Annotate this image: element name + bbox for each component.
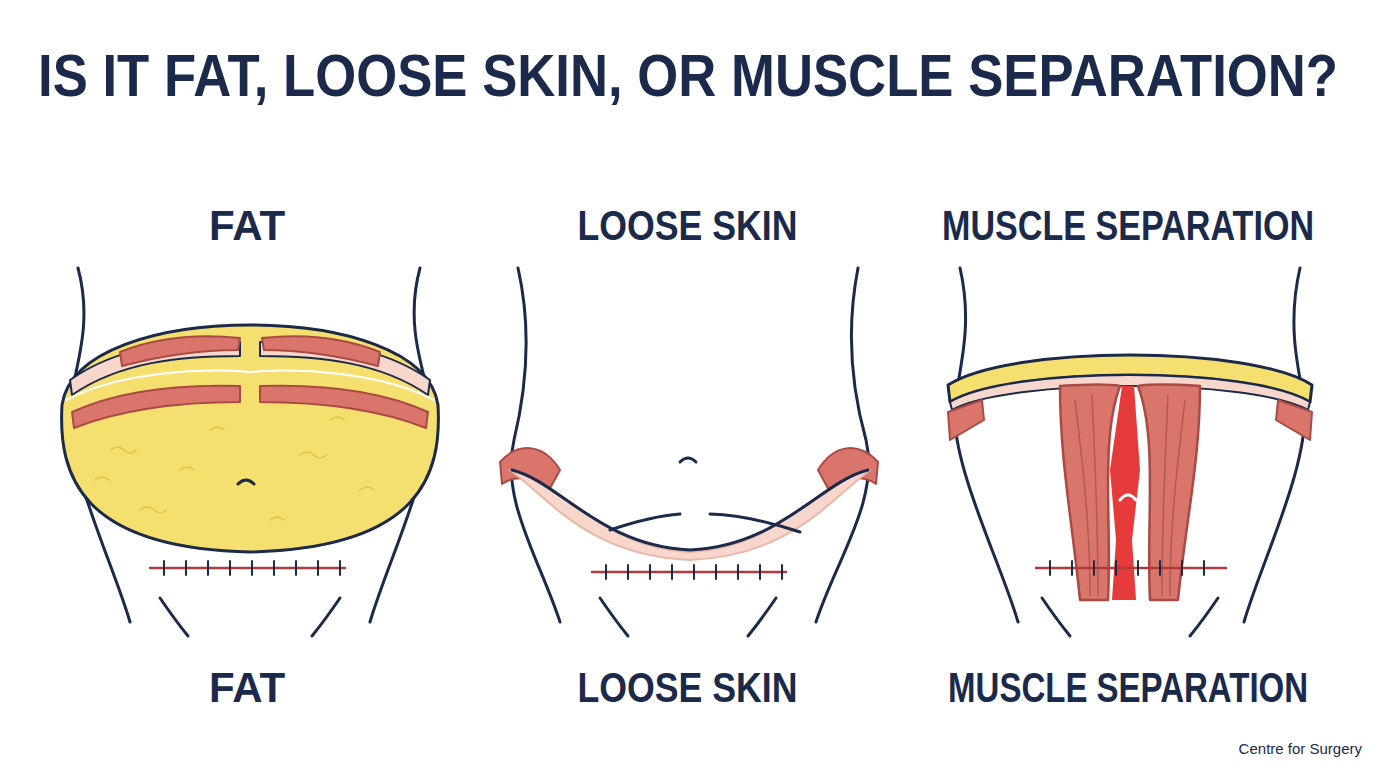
scar-tick bbox=[759, 565, 761, 579]
scar-tick bbox=[737, 565, 739, 579]
scar-tick bbox=[1115, 561, 1117, 575]
panel-label: FAT bbox=[209, 205, 285, 247]
scar-tick bbox=[1071, 561, 1073, 575]
panel-label: LOOSE SKIN bbox=[578, 667, 798, 709]
fat-torso bbox=[62, 268, 439, 622]
scar-tick bbox=[251, 561, 253, 575]
credit: Centre for Surgery bbox=[1239, 741, 1362, 756]
scar-tick bbox=[1049, 561, 1051, 575]
scar-tick bbox=[1137, 561, 1139, 575]
groin-lines bbox=[160, 598, 1218, 636]
scar-tick bbox=[693, 565, 695, 579]
scar-tick bbox=[1203, 561, 1205, 575]
loose-skin-torso bbox=[500, 268, 878, 622]
panel-label: FAT bbox=[209, 667, 285, 709]
panel-label: MUSCLE SEPARATION bbox=[942, 205, 1314, 247]
scar-tick bbox=[605, 565, 607, 579]
panel-label: MUSCLE SEPARATION bbox=[948, 667, 1308, 709]
scar-tick bbox=[229, 561, 231, 575]
scar-tick bbox=[273, 561, 275, 575]
scar-tick bbox=[671, 565, 673, 579]
muscle-separation-torso bbox=[948, 268, 1312, 622]
scar-tick bbox=[1093, 561, 1095, 575]
scar-tick bbox=[207, 561, 209, 575]
scar-tick bbox=[781, 565, 783, 579]
panel-label: LOOSE SKIN bbox=[578, 205, 798, 247]
scar-tick bbox=[627, 565, 629, 579]
scar-tick bbox=[317, 561, 319, 575]
scar-tick bbox=[715, 565, 717, 579]
scar-tick bbox=[295, 561, 297, 575]
scar-tick bbox=[339, 561, 341, 575]
scar-tick bbox=[163, 561, 165, 575]
title: IS IT FAT, LOOSE SKIN, OR MUSCLE SEPARAT… bbox=[38, 46, 1338, 106]
scar-tick bbox=[1159, 561, 1161, 575]
scar-tick bbox=[1181, 561, 1183, 575]
scar-tick bbox=[185, 561, 187, 575]
scar-tick bbox=[649, 565, 651, 579]
